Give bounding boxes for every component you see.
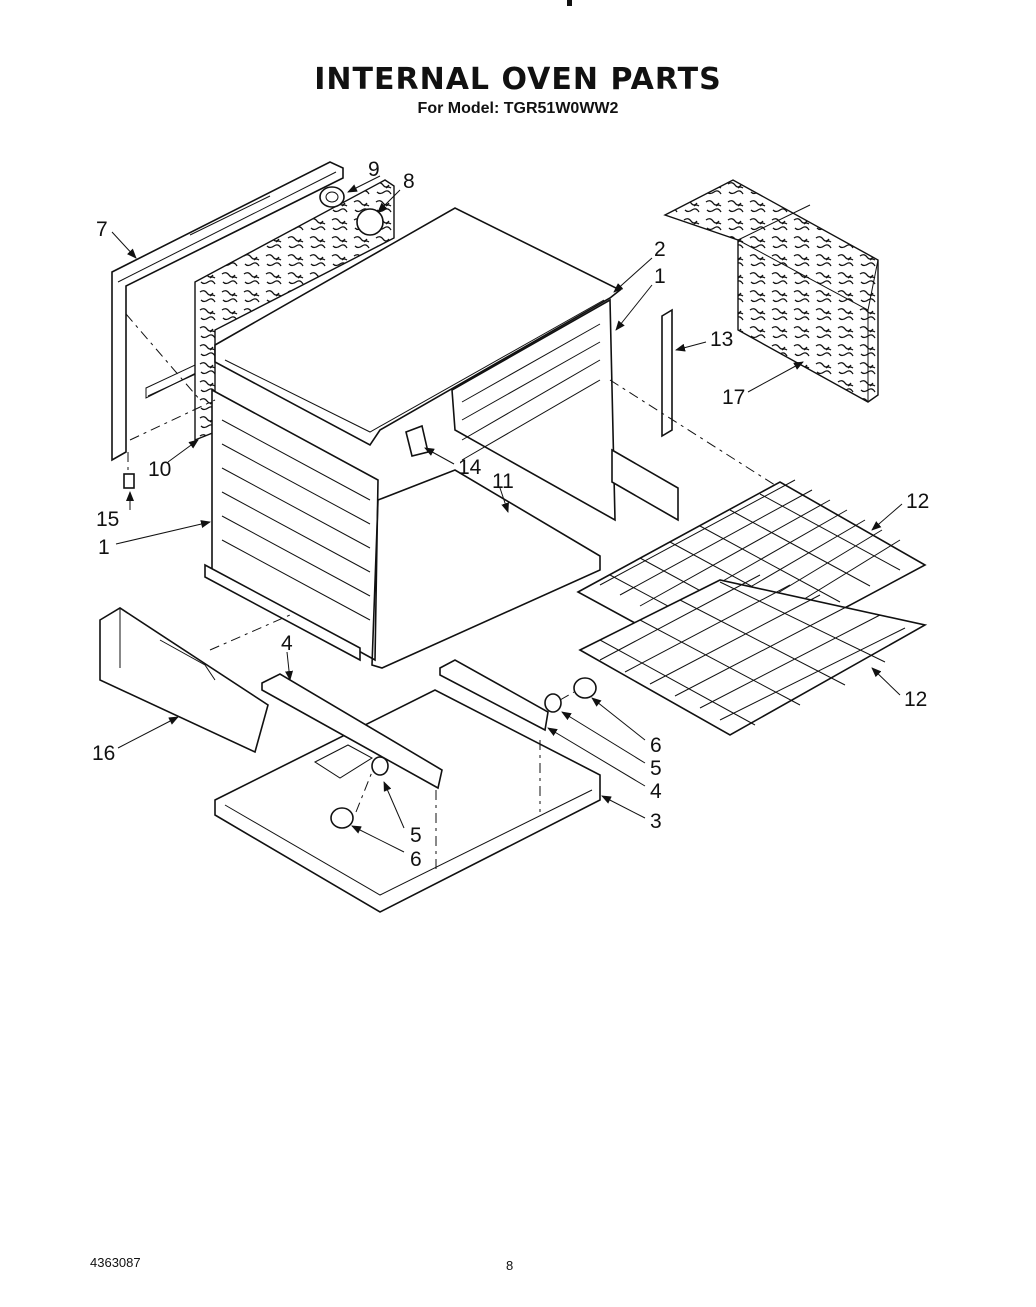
callout-3: 3 <box>650 810 662 833</box>
part-17-insulation-block <box>663 179 879 403</box>
callout-4-left: 4 <box>281 632 293 655</box>
part-13-strip <box>661 308 673 438</box>
callout-1-left: 1 <box>98 536 110 559</box>
model-subtitle: For Model: TGR51W0WW2 <box>417 100 619 117</box>
callout-7: 7 <box>96 218 108 241</box>
part-1-right-side-liner <box>451 298 679 522</box>
callout-4-right: 4 <box>650 780 662 803</box>
part-14-bracket <box>405 424 429 457</box>
callout-6-right: 6 <box>650 734 662 757</box>
callout-5-right: 5 <box>650 757 662 780</box>
callout-6-left: 6 <box>410 848 422 871</box>
top-mark <box>567 0 572 6</box>
part-1-left-side-liner <box>204 388 379 662</box>
part-5-spacer-right <box>544 693 562 713</box>
callout-15: 15 <box>96 508 119 531</box>
part-6-foot-right <box>573 677 597 699</box>
page-title: INTERNAL OVEN PARTS <box>314 62 722 97</box>
assembly-lines <box>125 313 779 872</box>
part-15-clip <box>123 473 135 489</box>
part-16-kick-panel <box>99 607 269 754</box>
part-4-rail-right <box>439 659 549 732</box>
document-number: 4363087 <box>90 1255 141 1270</box>
part-7-front-frame <box>111 161 344 462</box>
leader-arrows <box>111 175 903 853</box>
callout-10: 10 <box>148 458 171 481</box>
part-12-oven-rack-lower <box>578 574 928 736</box>
callout-5-left: 5 <box>410 824 422 847</box>
callout-17: 17 <box>722 386 745 409</box>
part-11-bottom-liner <box>371 469 601 669</box>
liner-top-panel <box>214 207 622 447</box>
callout-13: 13 <box>710 328 733 351</box>
callout-1-top: 1 <box>654 265 666 288</box>
callout-12-lower: 12 <box>904 688 927 711</box>
callout-14: 14 <box>458 456 482 479</box>
part-3-bottom-panel <box>214 689 601 913</box>
callout-12-upper: 12 <box>906 490 929 513</box>
callout-16: 16 <box>92 742 115 765</box>
part-5-spacer-left <box>371 756 389 776</box>
callout-2: 2 <box>654 238 666 261</box>
part-10-insulation-panel <box>194 179 395 442</box>
callout-8: 8 <box>403 170 415 193</box>
page-number: 8 <box>506 1258 514 1273</box>
callout-9: 9 <box>368 158 380 181</box>
part-9-light-socket <box>319 186 345 208</box>
part-4-rail-left <box>261 673 443 790</box>
part-8-light-bulb <box>356 208 384 236</box>
part-6-foot-left <box>330 807 354 829</box>
callout-11: 11 <box>492 470 514 493</box>
